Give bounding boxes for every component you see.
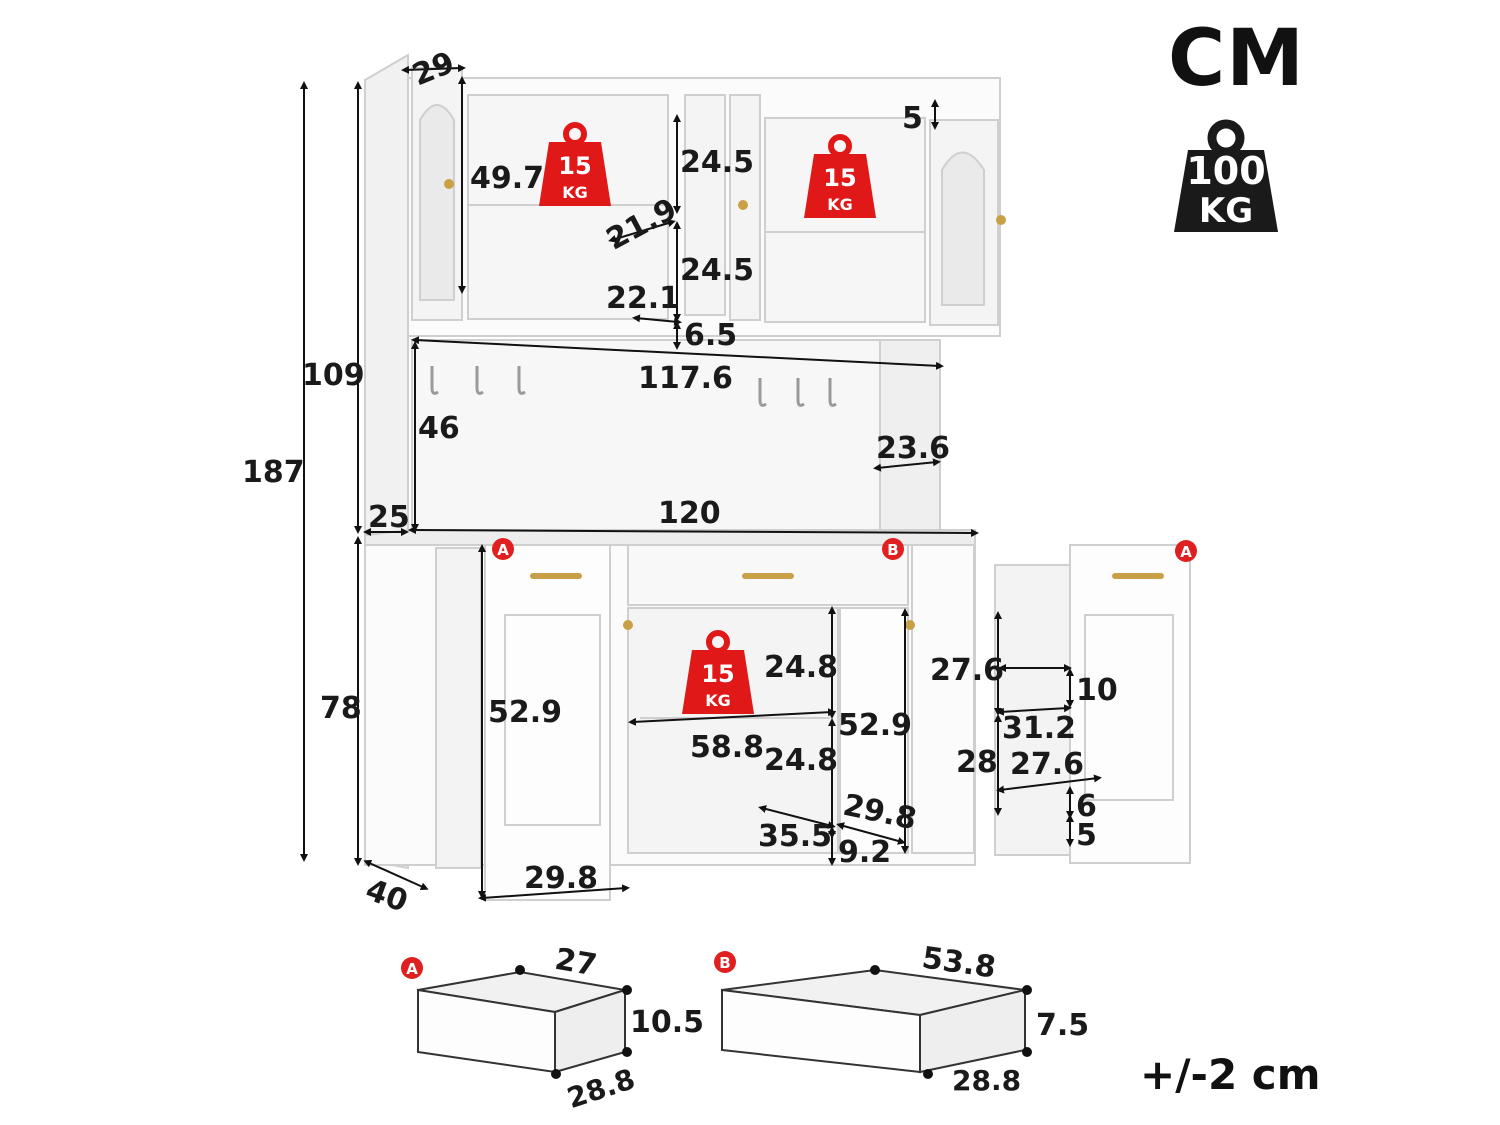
svg-text:15: 15: [701, 660, 734, 688]
svg-text:KG: KG: [562, 183, 588, 202]
dim-total-height: 187: [242, 455, 305, 490]
dim-lower-height: 78: [320, 691, 362, 726]
dim-hutch-opening-height: 46: [418, 411, 460, 446]
hutch-opening: [411, 339, 941, 531]
knob-upper-left: [444, 179, 454, 189]
dim-upper-space-top: 24.5: [680, 145, 754, 180]
knob-upper-right: [996, 215, 1006, 225]
dim-center-shelf-width: 58.8: [690, 730, 764, 765]
svg-text:15: 15: [558, 152, 591, 180]
dim-pullout-width: 31.2: [1002, 711, 1076, 746]
dim-upper-height: 109: [302, 358, 365, 393]
svg-text:B: B: [887, 541, 898, 559]
center-drawer: [627, 544, 909, 606]
dim-hutch-width: 117.6: [638, 361, 733, 396]
drawer-a-illustration: A 27 10.5 28.8: [401, 942, 704, 1115]
dim-pullout-rail: 10: [1076, 673, 1118, 708]
dim-pullout-lower-height: 28: [956, 745, 998, 780]
svg-text:B: B: [719, 954, 730, 972]
drawer-b-illustration: B 53.8 7.5 28.8: [714, 941, 1089, 1097]
dim-center-space-top: 24.8: [764, 650, 838, 685]
shelf-load-badge-center: 15 KG: [682, 630, 754, 714]
dim-base-height: 9.2: [838, 835, 891, 870]
dim-drawer-a-width: 27: [552, 942, 599, 984]
dim-top-gap: 5: [902, 101, 923, 136]
dim-pullout-top-height: 27.6: [930, 653, 1004, 688]
dim-center-shelf-depth: 35.5: [758, 819, 832, 854]
svg-text:A: A: [1180, 543, 1192, 561]
handle-left-drawer: [530, 573, 582, 579]
svg-text:A: A: [406, 960, 418, 978]
glass-door-center-a: [684, 94, 726, 316]
dim-pullout-gap-b: 5: [1076, 818, 1097, 853]
dim-counter-overhang: 25: [368, 500, 410, 535]
upper-right-compartment: [764, 117, 926, 323]
shelf-load-badge-right: 15 KG: [804, 134, 876, 218]
svg-text:KG: KG: [827, 195, 853, 214]
dimension-lines: [300, 64, 1102, 902]
dim-upper-base-gap: 6.5: [684, 318, 737, 353]
dim-counter-width: 120: [658, 496, 721, 531]
knob-lower-left: [623, 620, 633, 630]
svg-text:A: A: [497, 541, 509, 559]
dim-side-panel-depth: 23.6: [876, 431, 950, 466]
unit-label: CM: [1168, 14, 1305, 104]
marker-b-cabinet: B: [882, 538, 904, 560]
center-door-right: [839, 607, 909, 854]
dim-side-cabinet-height: 52.9: [488, 695, 562, 730]
knob-lower-right: [905, 620, 915, 630]
marker-a-cabinet: A: [492, 538, 514, 560]
pullout-left: [435, 547, 482, 869]
dim-drawer-a-height: 10.5: [630, 1005, 704, 1040]
dim-side-cabinet-width: 29.8: [524, 861, 598, 896]
dim-drawer-a-depth: 28.8: [563, 1062, 639, 1115]
handle-center-drawer: [742, 573, 794, 579]
dim-pullout-gap-a: 6: [1076, 789, 1097, 824]
max-load-unit: KG: [1199, 191, 1253, 231]
svg-text:15: 15: [823, 164, 856, 192]
max-load-weight-icon: 100 KG: [1174, 119, 1278, 232]
dim-center-cabinet-height: 52.9: [838, 708, 912, 743]
dim-upper-depth-b: 22.1: [606, 281, 680, 316]
shelf-load-badge-left: 15 KG: [539, 122, 611, 206]
dim-upper-inner-height: 49.7: [470, 161, 544, 196]
hooks: [430, 366, 837, 407]
dim-drawer-b-height: 7.5: [1036, 1008, 1089, 1043]
dim-upper-space-bottom: 24.5: [680, 253, 754, 288]
max-load-value: 100: [1186, 149, 1265, 193]
dim-center-space-bottom: 24.8: [764, 743, 838, 778]
tolerance-note: +/-2 cm: [1140, 1050, 1321, 1099]
handle-pullout-drawer: [1112, 573, 1164, 579]
dim-drawer-b-depth: 28.8: [952, 1064, 1021, 1097]
right-door-open: [911, 544, 975, 854]
dim-pullout-depth: 27.6: [1010, 747, 1084, 782]
hutch-side-panel: [879, 339, 941, 531]
knob-upper-center: [738, 200, 748, 210]
svg-text:KG: KG: [705, 691, 731, 710]
handles: [444, 179, 1164, 630]
marker-a-pullout: A: [1175, 540, 1197, 562]
